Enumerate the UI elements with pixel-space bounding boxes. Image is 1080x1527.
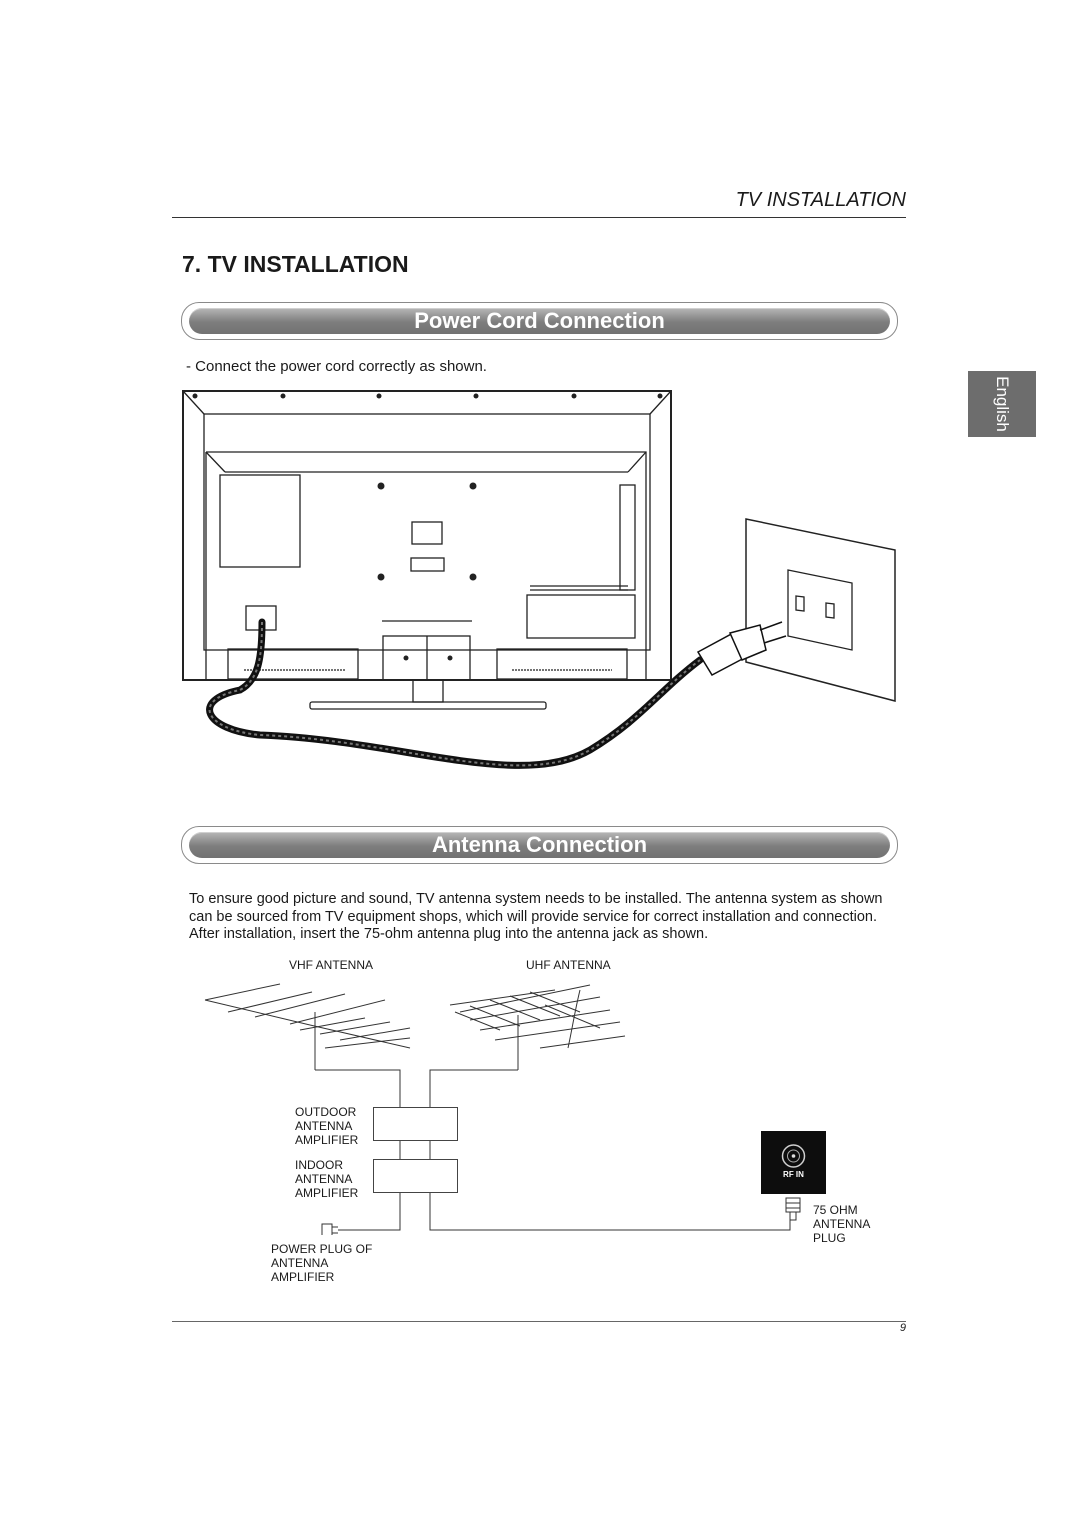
running-header-title: TV INSTALLATION	[735, 189, 906, 211]
power-plug-label: POWER PLUG OF ANTENNA AMPLIFIER	[271, 1242, 373, 1284]
power-cord-banner: Power Cord Connection	[181, 302, 898, 340]
rf-in-label: RF IN	[783, 1170, 804, 1179]
tv-rear-power-illustration	[182, 390, 896, 769]
antenna-paragraph: To ensure good picture and sound, TV ant…	[189, 891, 883, 942]
power-cord-instruction: - Connect the power cord correctly as sh…	[186, 358, 487, 375]
vhf-antenna-label: VHF ANTENNA	[289, 958, 374, 972]
antenna-heading: Antenna Connection	[431, 832, 648, 857]
section-title: 7. TV INSTALLATION	[182, 251, 409, 277]
indoor-amplifier-label: INDOOR ANTENNA AMPLIFIER	[295, 1158, 359, 1200]
header-rule	[172, 217, 906, 218]
power-cord-heading: Power Cord Connection	[414, 308, 665, 333]
language-tab-label: English	[993, 376, 1012, 432]
outdoor-amplifier-label: OUTDOOR ANTENNA AMPLIFIER	[295, 1105, 359, 1147]
antenna-banner: Antenna Connection	[181, 826, 898, 864]
outdoor-amplifier-box	[373, 1107, 458, 1141]
rf-in-socket-icon	[781, 1144, 806, 1168]
antenna-diagram-illustration	[204, 983, 801, 1235]
language-tab: English	[968, 371, 1036, 437]
ohm-plug-label: 75 OHM ANTENNA PLUG	[813, 1203, 871, 1245]
indoor-amplifier-box	[373, 1159, 458, 1193]
footer-rule	[172, 1321, 906, 1322]
page-number: 9	[899, 1322, 906, 1334]
rf-in-jack: RF IN	[761, 1131, 826, 1194]
uhf-antenna-label: UHF ANTENNA	[526, 958, 611, 972]
